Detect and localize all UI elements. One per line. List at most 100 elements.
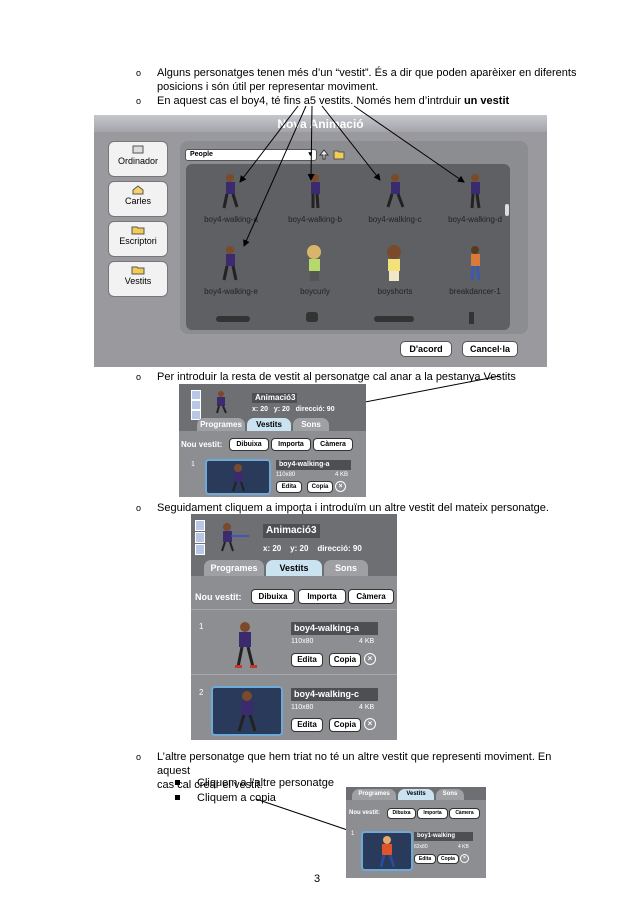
sprite-name-field[interactable]: Animació3 <box>263 524 320 538</box>
scrollbar-thumb[interactable] <box>505 204 509 216</box>
import-button[interactable]: Importa <box>417 808 448 819</box>
costume-thumbnail[interactable] <box>361 831 413 871</box>
new-folder-icon[interactable] <box>333 149 345 160</box>
copy-button[interactable]: Copia <box>329 653 361 667</box>
y-value: 20 <box>282 406 290 413</box>
delete-icon[interactable]: × <box>460 854 469 863</box>
sprite-coords: x: 20 y: 20 direcció: 90 <box>252 406 335 413</box>
sprite-name-field[interactable]: Animació3 <box>252 393 297 403</box>
bullet-other-sprite: o L’altre personatge que hem triat no té… <box>136 750 587 792</box>
folder-up-icon[interactable] <box>319 149 329 160</box>
sidebar-item-carles[interactable]: Carles <box>108 181 168 217</box>
costume-size: 62x80 <box>414 844 428 850</box>
sidebar-item-label: Carles <box>124 196 151 206</box>
rotate-icon[interactable] <box>191 390 201 400</box>
walking-boy-icon <box>235 622 257 668</box>
sidebar-item-label: Vestits <box>124 276 152 286</box>
camera-button[interactable]: Càmera <box>449 808 480 819</box>
computer-icon <box>132 145 144 154</box>
costume-name-field[interactable]: boy4-walking-a <box>276 460 351 470</box>
tab-programes[interactable]: Programes <box>197 418 245 431</box>
costumes-panel-boy1: Programes Vestits Sons Nou vestit: Dibui… <box>346 787 486 878</box>
y-label: y: <box>273 406 281 413</box>
tab-vestits[interactable]: Vestits <box>398 789 434 800</box>
sprite-label[interactable]: breakdancer-1 <box>449 287 501 296</box>
tab-vestits[interactable]: Vestits <box>266 560 322 576</box>
direction-label: direcció: <box>317 544 351 553</box>
sprite-label[interactable]: boy4-walking-b <box>288 215 342 224</box>
copy-button[interactable]: Copia <box>437 854 459 864</box>
tab-programes[interactable]: Programes <box>352 789 396 800</box>
sidebar-item-ordinador[interactable]: Ordinador <box>108 141 168 177</box>
dialog-title: Nova Animació <box>277 117 364 131</box>
camera-button[interactable]: Càmera <box>348 589 394 604</box>
sprite-grid: boy4-walking-a boy4-walking-b boy4-walki… <box>186 164 510 330</box>
home-icon <box>132 185 144 195</box>
rotate-icon[interactable] <box>195 520 205 531</box>
sidebar-item-vestits[interactable]: Vestits <box>108 261 168 297</box>
sprite-label[interactable]: boy4-walking-c <box>368 215 422 224</box>
subbullet-text: Cliquem a copia <box>197 792 276 804</box>
sidebar-item-escriptori[interactable]: Escriptori <box>108 221 168 257</box>
sprite-label[interactable]: boycurly <box>300 287 330 296</box>
flip-icon[interactable] <box>195 532 205 543</box>
sidebar-item-label: Ordinador <box>117 156 159 166</box>
costumes-panel-small: Animació3 x: 20 y: 20 direcció: 90 Progr… <box>179 384 366 497</box>
new-costume-label: Nou vestit: <box>349 810 381 816</box>
draw-button[interactable]: Dibuixa <box>387 808 416 819</box>
tab-sons[interactable]: Sons <box>293 418 329 431</box>
sprite-label[interactable]: boy4-walking-a <box>204 215 258 224</box>
delete-icon[interactable]: × <box>335 481 346 492</box>
camera-button[interactable]: Càmera <box>313 438 353 451</box>
bullet-line: Alguns personatges tenen més d’un “vesti… <box>157 67 577 79</box>
x-label: x: <box>252 406 259 413</box>
sprite-label[interactable]: boy4-walking-d <box>448 215 502 224</box>
sprite-label[interactable]: boy4-walking-e <box>204 287 258 296</box>
breakdance-pose-icon <box>469 312 474 324</box>
copy-button[interactable]: Copia <box>329 718 361 732</box>
costume-thumbnail[interactable] <box>205 459 271 495</box>
costume-name-field[interactable]: boy4-walking-c <box>291 688 378 701</box>
bullet-line: cas cal crear el vestit. <box>157 779 263 791</box>
sprite-thumbnail-icon <box>216 391 227 414</box>
bullet-text: Per introduir la resta de vestit al pers… <box>157 371 516 383</box>
import-button[interactable]: Importa <box>271 438 311 451</box>
no-rotate-icon[interactable] <box>195 544 205 555</box>
flip-icon[interactable] <box>191 400 201 410</box>
delete-icon[interactable]: × <box>364 718 376 730</box>
direction-value: 90 <box>326 406 335 413</box>
tab-sons[interactable]: Sons <box>324 560 368 576</box>
costumes-folder-icon <box>131 266 145 275</box>
tab-vestits[interactable]: Vestits <box>247 418 291 431</box>
cancel-button[interactable]: Cancel·la <box>462 341 518 357</box>
edit-button[interactable]: Edita <box>291 653 323 667</box>
boy-shorts-icon <box>387 245 401 281</box>
edit-button[interactable]: Edita <box>291 718 323 732</box>
edit-button[interactable]: Edita <box>276 481 302 493</box>
walking-boy-icon <box>232 464 245 492</box>
bullet-line: L’altre personatge que hem triat no té u… <box>157 751 552 777</box>
tab-programes[interactable]: Programes <box>204 560 264 576</box>
x-value: 20 <box>272 544 282 553</box>
bullet-marker: o <box>136 372 142 382</box>
no-rotate-icon[interactable] <box>191 410 201 420</box>
costume-thumbnail[interactable] <box>211 686 283 736</box>
costume-name-field[interactable]: boy1-walking <box>414 832 473 841</box>
ok-button[interactable]: D'acord <box>400 341 452 357</box>
walking-boy-icon <box>386 174 405 208</box>
import-button[interactable]: Importa <box>298 589 346 604</box>
bullet-costumes-intro: o Alguns personatges tenen més d’un “ves… <box>136 66 587 94</box>
delete-icon[interactable]: × <box>364 653 376 665</box>
new-sprite-dialog: Nova Animació Ordinador Carles Escriptor… <box>94 115 547 367</box>
copy-button[interactable]: Copia <box>307 481 333 493</box>
divider <box>191 674 397 675</box>
bullet-go-tab: o Per introduir la resta de vestit al pe… <box>136 370 587 384</box>
costume-kb: 4 KB <box>359 704 375 711</box>
edit-button[interactable]: Edita <box>414 854 436 864</box>
costume-name-field[interactable]: boy4-walking-a <box>291 622 378 635</box>
folder-select[interactable]: People ▾ <box>185 149 317 161</box>
sprite-label[interactable]: boyshorts <box>377 287 413 296</box>
tab-sons[interactable]: Sons <box>436 789 464 800</box>
draw-button[interactable]: Dibuixa <box>251 589 295 604</box>
draw-button[interactable]: Dibuixa <box>229 438 269 451</box>
